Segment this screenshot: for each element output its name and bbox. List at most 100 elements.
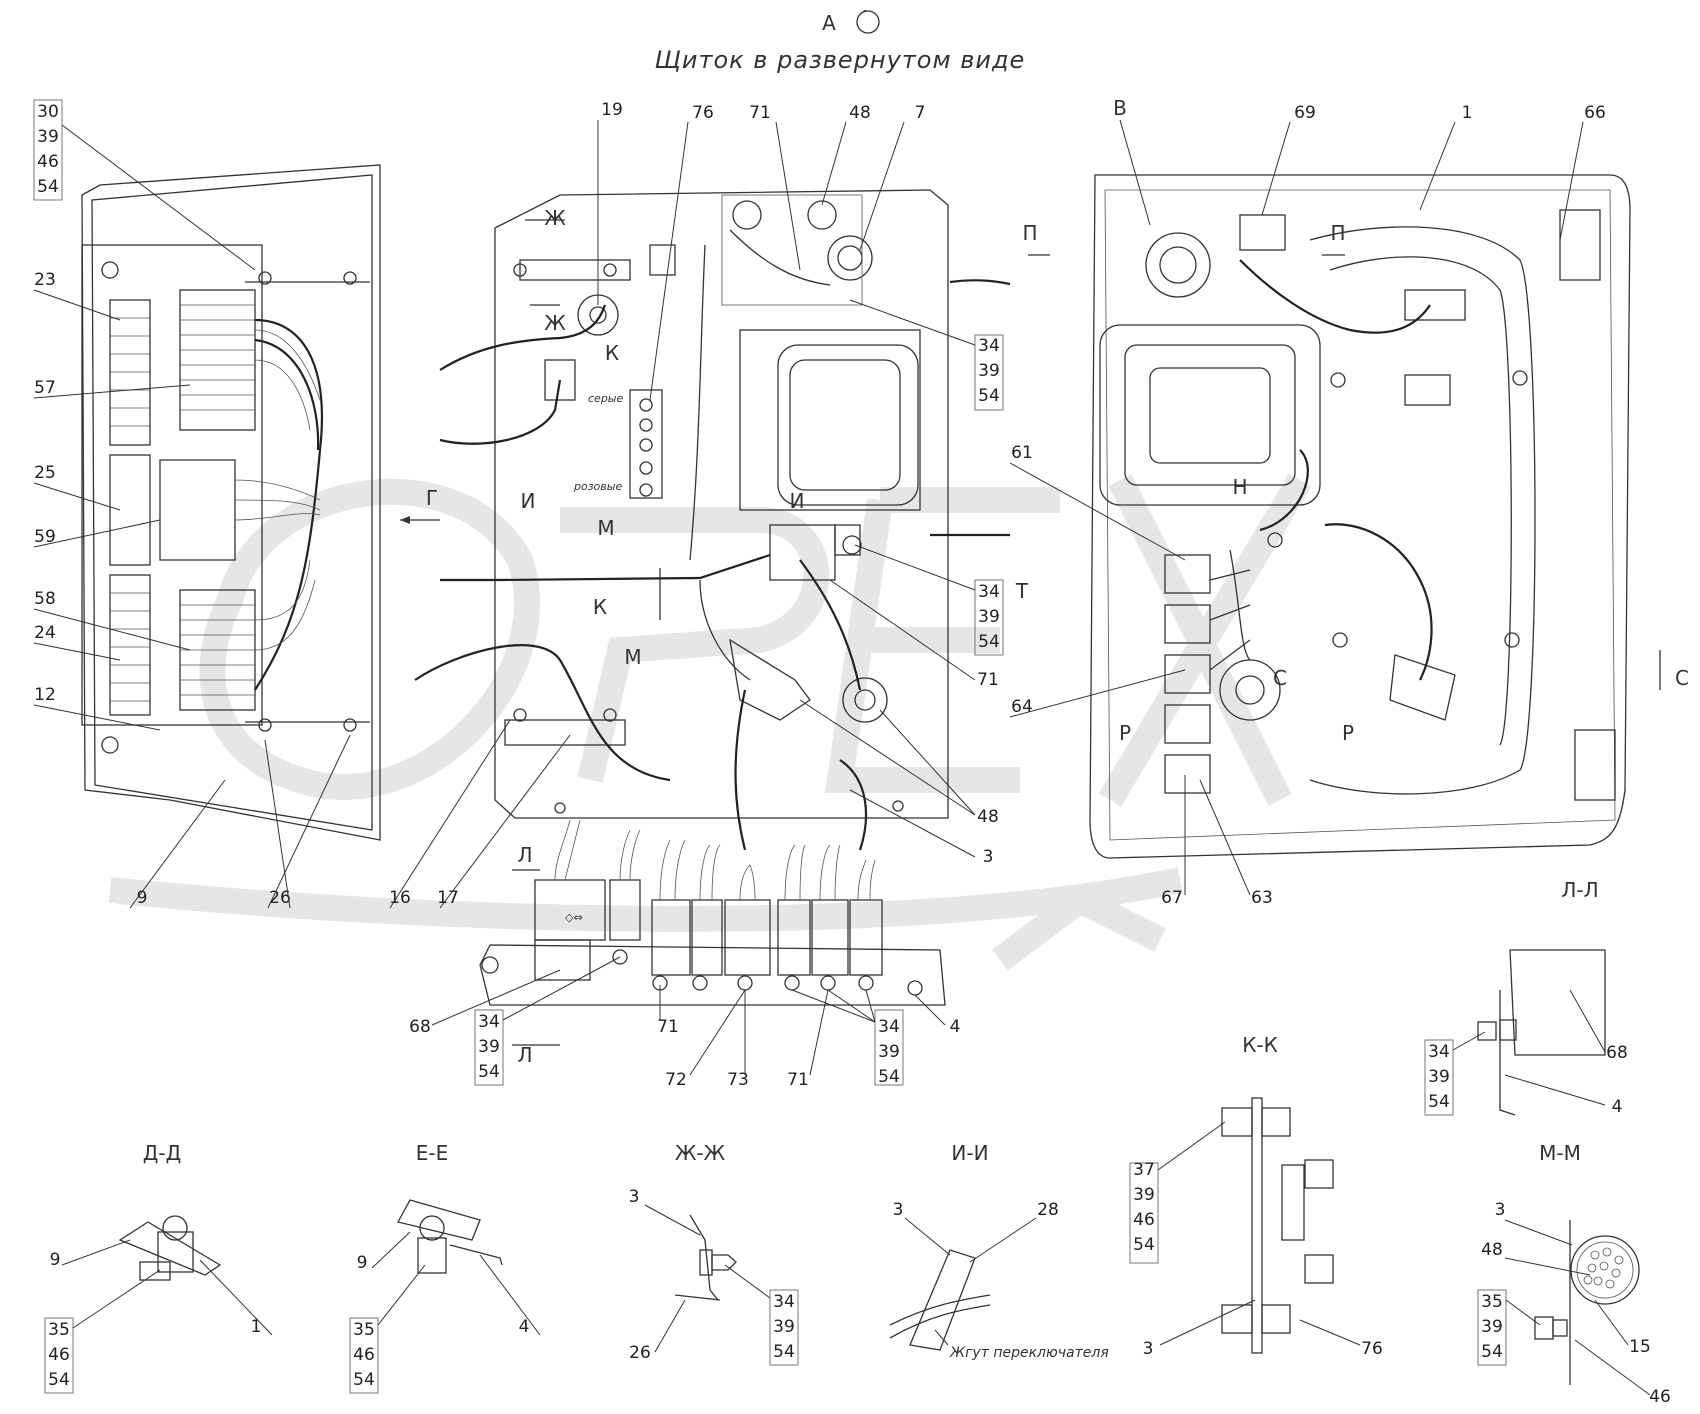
relay-defrost <box>849 899 883 976</box>
callout-46: 46 <box>37 152 59 172</box>
callout-kk-54: 54 <box>1133 1235 1155 1255</box>
indicator-strip-bottom <box>109 574 151 716</box>
view-title: Щиток в развернутом виде <box>655 46 1026 74</box>
terminal-strip <box>629 389 663 499</box>
section-mark-s-left: С <box>1273 666 1287 690</box>
right-panel: В П П Т Н С С Р Р <box>1015 96 1689 859</box>
callout-76: 76 <box>692 103 714 123</box>
callout-34-a: 34 <box>978 336 1000 356</box>
connector-63 <box>1164 754 1211 794</box>
callout-54-c: 54 <box>478 1062 500 1082</box>
callout-ee-4: 4 <box>519 1317 530 1337</box>
section-kk: К-К 37 39 46 54 3 76 <box>1129 1033 1383 1359</box>
connector-61 <box>1164 554 1211 594</box>
callouts-main: 30 39 46 54 23 57 25 59 58 24 12 9 26 19… <box>33 99 1606 1090</box>
callout-4-bracket: 4 <box>950 1017 961 1037</box>
callout-16: 16 <box>389 888 411 908</box>
relay-bracket: ◇⇔ Л Л <box>479 819 946 1067</box>
callout-mm-48: 48 <box>1481 1240 1503 1260</box>
section-mark-zh-bottom: Ж <box>544 311 566 335</box>
section-mark-i-left: И <box>521 489 536 513</box>
svg-text:◇⇔: ◇⇔ <box>565 911 583 924</box>
view-letter: А <box>822 11 836 35</box>
connector-67 <box>1164 704 1211 744</box>
section-mark-zh-top: Ж <box>544 206 566 230</box>
wire-bundle-48 <box>1570 1235 1640 1305</box>
callout-67: 67 <box>1161 888 1183 908</box>
section-zhzh: Ж-Ж 3 26 34 39 54 <box>629 1141 799 1366</box>
callout-ii-28: 28 <box>1037 1200 1059 1220</box>
callout-59: 59 <box>34 527 56 547</box>
section-dd: Д-Д 9 35 46 54 1 <box>44 1141 273 1394</box>
callout-39-d: 39 <box>878 1042 900 1062</box>
section-mark-s-right: С <box>1675 666 1689 690</box>
callout-ll-54: 54 <box>1428 1092 1450 1112</box>
left-panel: Г <box>81 164 440 841</box>
callout-30: 30 <box>37 102 59 122</box>
section-mark-v: В <box>1113 96 1127 120</box>
section-mark-r-left: Р <box>1119 721 1131 745</box>
relay-heat <box>777 899 811 976</box>
label-switch-harness: Жгут переключателя <box>949 1345 1109 1361</box>
connector-64 <box>1164 654 1211 694</box>
callout-ee-35: 35 <box>353 1320 375 1340</box>
callout-3-main: 3 <box>983 847 994 867</box>
callout-ll-68: 68 <box>1606 1043 1628 1063</box>
callout-39-c: 39 <box>478 1037 500 1057</box>
callout-zhzh-34: 34 <box>773 1292 795 1312</box>
section-mark-l-bottom: Л <box>517 1043 532 1067</box>
callout-63: 63 <box>1251 888 1273 908</box>
callout-ll-4: 4 <box>1612 1097 1623 1117</box>
callout-dd-54: 54 <box>48 1370 70 1390</box>
callout-71-top: 71 <box>749 103 771 123</box>
callout-ll-39: 39 <box>1428 1067 1450 1087</box>
callout-61: 61 <box>1011 443 1033 463</box>
connector-block-top <box>179 289 256 431</box>
relay-73 <box>724 899 771 976</box>
callout-ee-9: 9 <box>357 1253 368 1273</box>
callout-kk-46: 46 <box>1133 1210 1155 1230</box>
section-ee-title: Е-Е <box>416 1141 449 1165</box>
callout-dd-1: 1 <box>251 1317 262 1337</box>
callout-9: 9 <box>137 888 148 908</box>
callout-57: 57 <box>34 378 56 398</box>
connector-block-mid <box>159 459 236 561</box>
callout-24: 24 <box>34 623 56 643</box>
callout-58: 58 <box>34 589 56 609</box>
section-mm: М-М 3 48 35 39 54 15 46 <box>1477 1141 1671 1407</box>
callout-dd-46: 46 <box>48 1345 70 1365</box>
callout-ii-3: 3 <box>893 1200 904 1220</box>
callout-54-a: 54 <box>978 386 1000 406</box>
section-ll: Л-Л 34 39 54 68 4 <box>1424 878 1628 1117</box>
callout-mm-46: 46 <box>1649 1387 1671 1407</box>
connector-t <box>1164 604 1211 644</box>
callout-zhzh-26: 26 <box>629 1343 651 1363</box>
section-ii: И-И 3 28 Жгут переключателя <box>889 1141 1109 1361</box>
callout-71-bracket-left: 71 <box>657 1017 679 1037</box>
middle-panel: серые розовые Ж Ж К И И М К М <box>414 189 1011 851</box>
section-kk-title: К-К <box>1242 1033 1278 1057</box>
callout-71-bracket-right: 71 <box>787 1070 809 1090</box>
plug-cap <box>729 638 811 721</box>
callout-kk-3: 3 <box>1143 1339 1154 1359</box>
callout-39-a: 39 <box>978 361 1000 381</box>
section-mark-r-right: Р <box>1342 721 1354 745</box>
lamp-strip-top <box>1404 289 1466 321</box>
section-mark-t: Т <box>1015 579 1029 603</box>
relay-fan <box>651 899 691 976</box>
callout-12: 12 <box>34 685 56 705</box>
callout-34-b: 34 <box>978 582 1000 602</box>
relay-small <box>609 879 641 941</box>
label-pink-wires: розовые <box>573 480 622 493</box>
callout-54: 54 <box>37 177 59 197</box>
callout-ee-46: 46 <box>353 1345 375 1365</box>
gauge-housing <box>777 344 919 506</box>
section-ii-title: И-И <box>951 1141 988 1165</box>
callout-kk-37: 37 <box>1133 1160 1155 1180</box>
lamp-strip-mid <box>1404 374 1451 406</box>
section-mark-k-bottom: К <box>593 595 607 619</box>
lamp-strip-bottom <box>1389 654 1456 721</box>
section-mark-k-top: К <box>605 341 619 365</box>
relay-wiper <box>691 899 723 976</box>
view-header: А Щиток в развернутом виде <box>655 9 1026 74</box>
